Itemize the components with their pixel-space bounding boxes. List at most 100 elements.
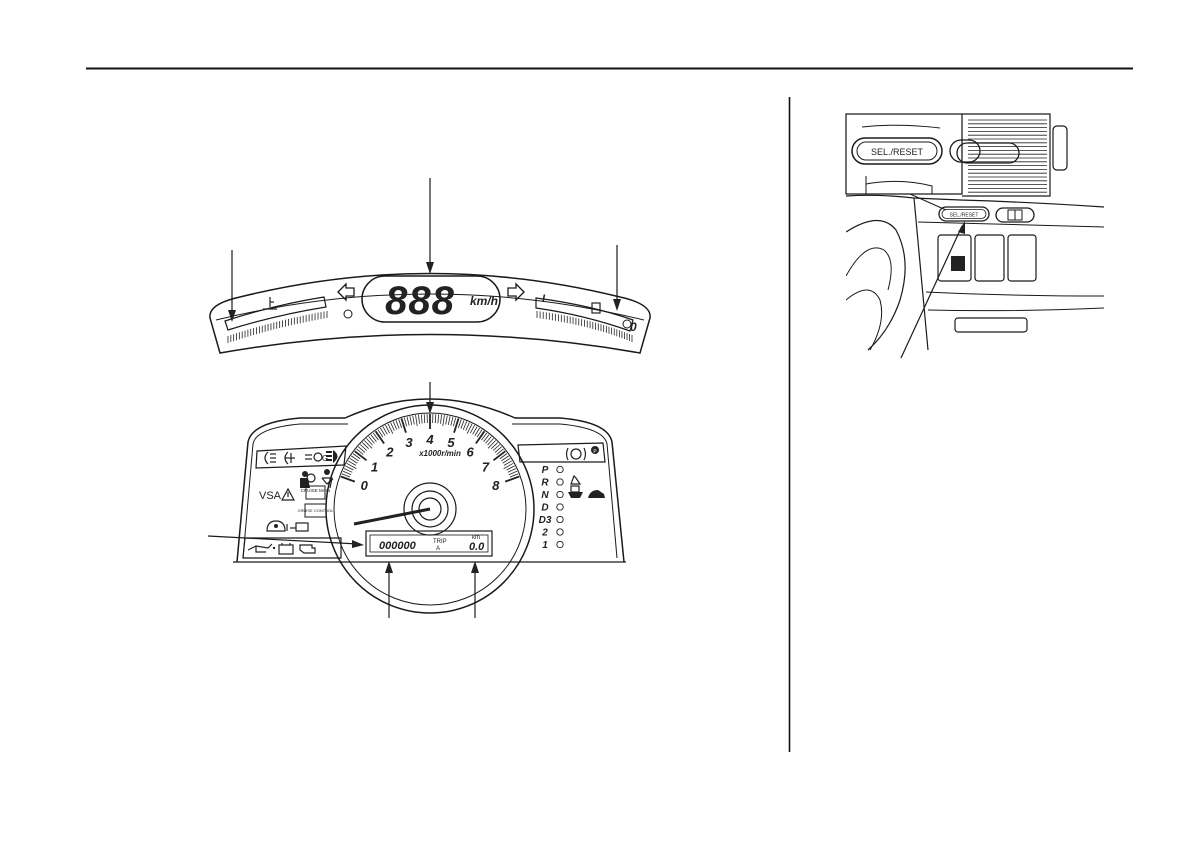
airbag-icon [300, 471, 315, 488]
cruise-main-label: CRUISE MAIN [301, 488, 331, 493]
shift-position-label: N [541, 490, 549, 501]
tachometer-tick [446, 416, 448, 425]
tachometer-number: 5 [447, 435, 455, 450]
leader-arrowhead-trip [471, 561, 479, 573]
steering-wheel-rim [846, 220, 905, 350]
trip-mode: A [436, 546, 440, 552]
tachometer-tick [453, 418, 455, 427]
air-vent-grille [957, 114, 1067, 196]
shift-position-lamp [557, 529, 563, 535]
upper-meter: 888 km/h I 0 [210, 274, 650, 354]
tachometer-tick [488, 440, 496, 448]
speed-digits: 888 [385, 279, 455, 323]
sel-reset-button-small-label: SEL./RESET [950, 213, 979, 219]
tachometer-number: 7 [482, 459, 490, 474]
door-key-icon [290, 523, 308, 531]
tachometer-tick [461, 420, 464, 428]
indicator-lamp-left [344, 310, 352, 318]
dashboard-illustration: SEL./RESET SEL./RESET [846, 114, 1104, 358]
shift-position-lamp [557, 516, 563, 522]
tachometer-number: 8 [492, 478, 500, 493]
tachometer-tick [418, 415, 419, 424]
shift-position-lamp [557, 491, 563, 497]
tachometer-tick [451, 417, 453, 426]
shift-position-label: 1 [542, 540, 548, 551]
tachometer-tick [504, 463, 514, 468]
tachometer-tick [396, 420, 399, 428]
shift-position-lamp [557, 541, 563, 547]
fog-light-icon [285, 452, 295, 464]
tachometer-tick [505, 477, 519, 482]
tachometer-tick [404, 418, 406, 427]
tachometer-tick [410, 416, 412, 425]
headlight-icon [265, 452, 276, 464]
shift-position-label: D3 [539, 515, 552, 526]
trip-label: TRIP [433, 539, 447, 545]
switch-knob [951, 256, 965, 271]
shift-position-label: R [541, 478, 549, 489]
shift-position-label: P [542, 465, 549, 476]
shift-position-label: 2 [541, 528, 548, 539]
shift-position-lamp [557, 466, 563, 472]
leader-arrowhead-tachometer [426, 402, 434, 414]
vent-button-slot [957, 143, 1019, 163]
immobilizer-icon [267, 521, 287, 531]
tachometer-tick [347, 463, 357, 468]
tachometer-number: 3 [405, 435, 413, 450]
tachometer-tick [438, 414, 439, 423]
left-indicator-strip [256, 446, 346, 468]
tachometer-number: 2 [385, 445, 394, 460]
switch-slot-3 [1008, 235, 1036, 281]
tachometer-tick [440, 415, 441, 424]
tachometer-tick [448, 416, 450, 425]
leader-arrowhead-odometer [385, 561, 393, 573]
tachometer-tick [364, 440, 372, 448]
switch-slot-2 [975, 235, 1004, 281]
tachometer-tick [341, 477, 355, 482]
center-stack-edge [914, 198, 928, 350]
battery-icon [279, 543, 293, 554]
tachometer-number: 1 [371, 459, 378, 474]
vent-knob [1053, 126, 1067, 170]
shift-position-label: D [541, 503, 548, 514]
leader-arrowhead-fuel [613, 299, 621, 311]
trip-digits: 0.0 [469, 541, 485, 553]
tachometer-tick [435, 414, 436, 423]
low-fuel-icon [571, 476, 580, 484]
trunk-open-icon [588, 490, 605, 498]
dash-upper-edge [846, 195, 1104, 207]
lower-meter: G VSA CRUISE MAIN CRUISE CONTROL [233, 399, 626, 613]
tachometer-scale [341, 414, 520, 482]
leader-info-display [208, 536, 358, 544]
tachometer-unit: x1000r/min [418, 449, 461, 458]
vsa-label: VSA [259, 490, 282, 502]
door-open-icon [568, 486, 583, 498]
tachometer-tick [424, 414, 425, 423]
tachometer-number: 4 [425, 432, 434, 447]
cruise-indicator-icon: G [305, 453, 328, 463]
odometer-digits: 000000 [379, 540, 417, 552]
tachometer-number: 0 [361, 478, 369, 493]
tachometer-tick [421, 414, 422, 423]
tachometer-tick [413, 416, 415, 425]
oil-pressure-icon [248, 544, 275, 552]
center-stack-panel-top [918, 222, 1104, 227]
cruise-control-label: CRUISE CONTROL [298, 508, 335, 513]
tachometer-tick [443, 415, 445, 426]
tachometer-needle [354, 509, 430, 524]
shift-position-lamp [557, 504, 563, 510]
tachometer-tick [463, 421, 466, 429]
leader-arrowhead-info-display [352, 540, 364, 548]
warning-triangle-icon [282, 489, 294, 500]
shift-position-lamp [557, 479, 563, 485]
engine-icon [300, 545, 315, 553]
leader-arrowhead-speedometer [426, 262, 434, 274]
center-stack-trim [928, 308, 1104, 311]
dash-vent-slot [955, 318, 1027, 332]
tachometer-tick [407, 417, 409, 426]
tachometer-tick [416, 415, 418, 426]
tachometer-tick [393, 421, 396, 429]
